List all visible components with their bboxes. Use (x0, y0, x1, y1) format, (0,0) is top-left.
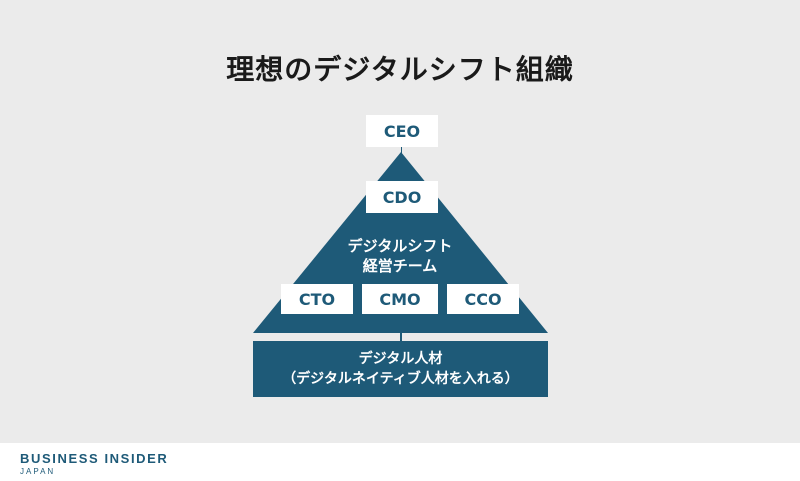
team-label-line1: デジタルシフト (347, 237, 453, 255)
base-label-line2: （デジタルネイティブ人材を入れる） (282, 371, 519, 387)
connector-ceo-cdo (401, 147, 402, 155)
team-label-line2: 経営チーム (362, 257, 438, 275)
footer: BUSINESS INSIDER JAPAN (0, 443, 800, 481)
cdo-box: CDO (366, 181, 438, 213)
brand-sub-logo: JAPAN (20, 467, 56, 476)
ceo-label: CEO (383, 121, 421, 141)
management-team-label: デジタルシフト 経営チーム (300, 236, 500, 276)
ceo-box: CEO (366, 115, 438, 147)
cco-box: CCO (447, 284, 519, 314)
digital-talent-base: デジタル人材 （デジタルネイティブ人材を入れる） (253, 341, 548, 397)
cdo-label: CDO (382, 187, 422, 207)
cmo-label: CMO (379, 289, 421, 309)
brand-logo: BUSINESS INSIDER (20, 451, 169, 466)
base-label-line1: デジタル人材 (358, 351, 443, 367)
connector-pyramid-base (400, 332, 402, 342)
cco-label: CCO (464, 289, 502, 309)
cmo-box: CMO (362, 284, 438, 314)
page-title: 理想のデジタルシフト組織 (226, 53, 574, 86)
cto-box: CTO (281, 284, 353, 314)
cto-label: CTO (298, 289, 336, 309)
